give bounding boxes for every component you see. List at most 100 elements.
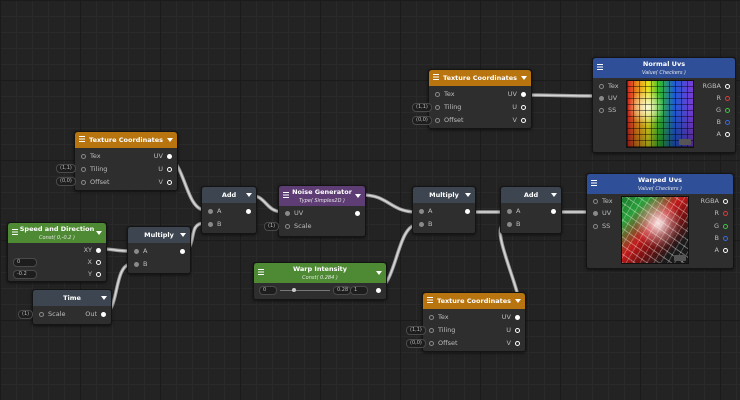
scale-value-field[interactable]: (1) [18, 310, 34, 319]
intensity-slider-knob[interactable] [292, 288, 296, 292]
chevron-down-icon[interactable] [551, 193, 557, 197]
node-header[interactable]: Texture Coordinates [423, 293, 525, 309]
b-input-port[interactable] [419, 222, 424, 227]
v-output-port[interactable] [521, 118, 526, 123]
tiling-value-field[interactable]: (1,1) [406, 326, 426, 335]
intensity-slider-track[interactable] [280, 290, 330, 291]
result-output-port[interactable] [551, 209, 556, 214]
b-input-port[interactable] [208, 222, 213, 227]
result-output-port[interactable] [355, 211, 360, 216]
tex-input-port[interactable] [81, 154, 86, 159]
x-value-field[interactable]: 0 [13, 258, 37, 267]
uv-input-port[interactable] [599, 96, 604, 101]
y-output-port[interactable] [96, 272, 101, 277]
r-output-port[interactable] [723, 211, 728, 216]
scale-input-port[interactable] [39, 312, 44, 317]
v-output-port[interactable] [515, 341, 520, 346]
preview-button[interactable] [674, 255, 686, 261]
texture-coordinates-node-1[interactable]: Texture Coordinates Tex Tiling Offset UV… [428, 69, 532, 129]
out-output-port[interactable] [101, 312, 106, 317]
g-output-port[interactable] [723, 224, 728, 229]
preview-button[interactable] [679, 139, 691, 145]
uv-output-port[interactable] [521, 92, 526, 97]
connection-wire[interactable] [361, 194, 418, 213]
tiling-input-port[interactable] [435, 105, 440, 110]
a-input-port[interactable] [208, 209, 213, 214]
b-output-port[interactable] [725, 120, 730, 125]
chevron-down-icon[interactable] [465, 193, 471, 197]
menu-icon[interactable] [79, 136, 85, 142]
uv-output-port[interactable] [515, 315, 520, 320]
menu-icon[interactable] [258, 269, 264, 275]
offset-value-field[interactable]: (0,0) [406, 339, 426, 348]
a-output-port[interactable] [725, 132, 730, 137]
chevron-down-icon[interactable] [515, 299, 521, 303]
offset-input-port[interactable] [435, 118, 440, 123]
offset-value-field[interactable]: (0,0) [412, 116, 432, 125]
chevron-down-icon[interactable] [376, 271, 382, 275]
a-input-port[interactable] [419, 209, 424, 214]
tiling-value-field[interactable]: (1,1) [56, 164, 76, 173]
node-header[interactable]: Time [33, 290, 111, 306]
b-input-port[interactable] [507, 222, 512, 227]
menu-icon[interactable] [591, 180, 597, 186]
g-output-port[interactable] [725, 108, 730, 113]
ss-input-port[interactable] [599, 108, 604, 113]
texture-coordinates-node-2[interactable]: Texture Coordinates Tex Tiling Offset UV… [74, 131, 178, 191]
menu-icon[interactable] [597, 64, 603, 70]
xy-output-port[interactable] [96, 248, 101, 253]
b-input-port[interactable] [134, 262, 139, 267]
a-input-port[interactable] [507, 209, 512, 214]
result-output-port[interactable] [180, 249, 185, 254]
chevron-down-icon[interactable] [180, 233, 186, 237]
menu-icon[interactable] [427, 297, 433, 303]
offset-input-port[interactable] [429, 341, 434, 346]
tex-input-port[interactable] [593, 199, 598, 204]
b-output-port[interactable] [723, 236, 728, 241]
min-value-field[interactable]: 0 [259, 286, 277, 295]
y-value-field[interactable]: -0.2 [13, 270, 37, 279]
chevron-down-icon[interactable] [101, 296, 107, 300]
node-header[interactable]: Multiply [128, 227, 190, 243]
x-output-port[interactable] [96, 260, 101, 265]
add-node-2[interactable]: Add A B [500, 186, 562, 234]
node-header[interactable]: Add [202, 187, 256, 203]
scale-input-port[interactable] [285, 224, 290, 229]
result-output-port[interactable] [465, 209, 470, 214]
time-node[interactable]: Time Scale Out [32, 289, 112, 325]
ss-input-port[interactable] [593, 224, 598, 229]
tex-input-port[interactable] [429, 315, 434, 320]
offset-value-field[interactable]: (0,0) [56, 177, 76, 186]
chevron-down-icon[interactable] [246, 193, 252, 197]
multiply-node-1[interactable]: Multiply A B [127, 226, 191, 274]
texture-coordinates-node-3[interactable]: Texture Coordinates Tex Tiling Offset UV… [422, 292, 526, 352]
a-input-port[interactable] [134, 249, 139, 254]
tex-input-port[interactable] [435, 92, 440, 97]
value-output-port[interactable] [376, 288, 381, 293]
scale-value-field[interactable]: (1) [264, 222, 280, 231]
node-header[interactable]: Add [501, 187, 561, 203]
chevron-down-icon[interactable] [521, 76, 527, 80]
r-output-port[interactable] [725, 96, 730, 101]
chevron-down-icon[interactable] [96, 231, 102, 235]
chevron-down-icon[interactable] [355, 194, 361, 198]
menu-icon[interactable] [12, 229, 18, 235]
a-output-port[interactable] [723, 248, 728, 253]
offset-input-port[interactable] [81, 180, 86, 185]
u-output-port[interactable] [167, 167, 172, 172]
tiling-value-field[interactable]: (1,1) [412, 103, 432, 112]
multiply-node-2[interactable]: Multiply A B [412, 186, 476, 234]
tiling-input-port[interactable] [81, 167, 86, 172]
tex-input-port[interactable] [599, 84, 604, 89]
chevron-down-icon[interactable] [167, 138, 173, 142]
menu-icon[interactable] [283, 192, 289, 198]
result-output-port[interactable] [246, 209, 251, 214]
